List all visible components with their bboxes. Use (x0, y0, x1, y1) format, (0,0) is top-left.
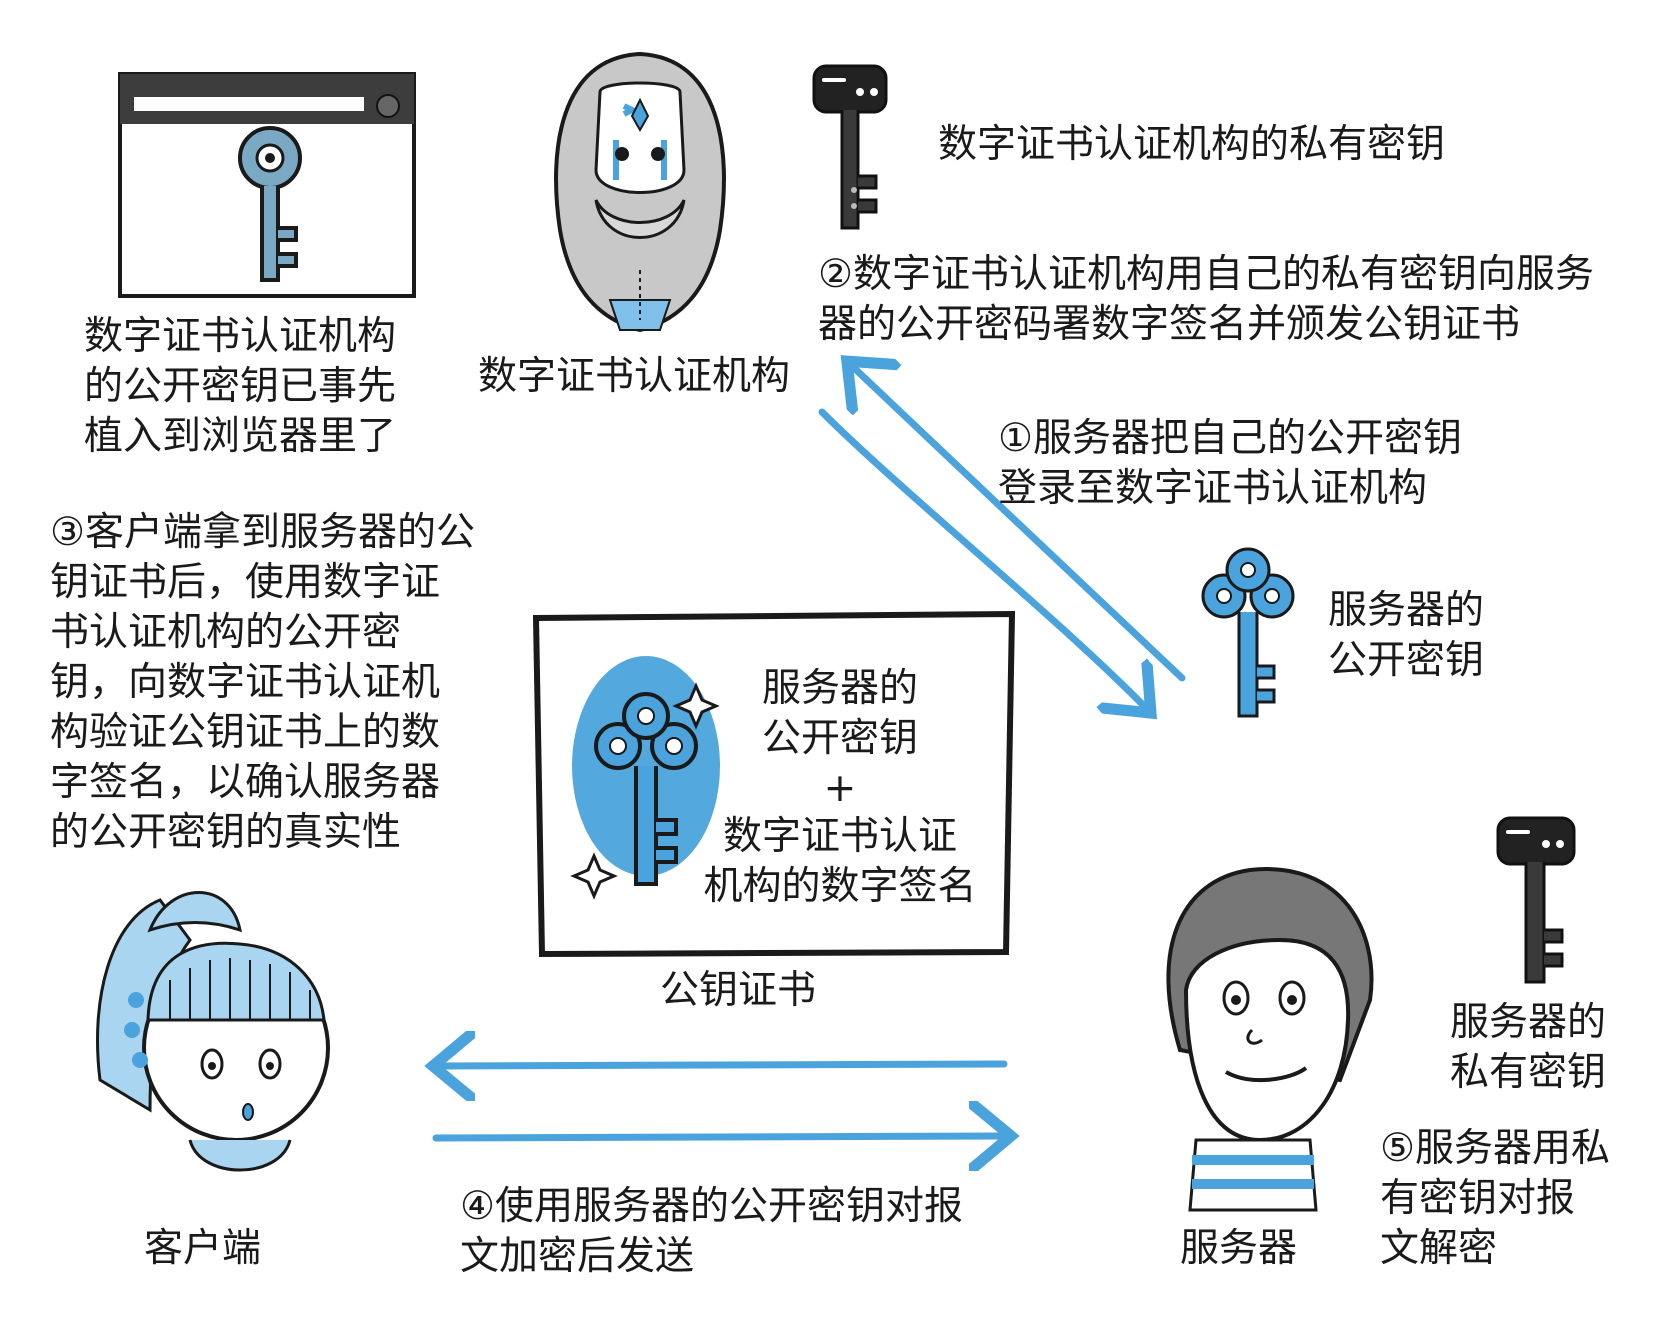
arrow-client-to-server (432, 1136, 1004, 1138)
browser-caption: 数字证书认证机构 的公开密钥已事先 植入到浏览器里了 (84, 314, 397, 459)
client-label: 客户端 (144, 1226, 262, 1271)
server-private-key-icon (1496, 816, 1576, 984)
arrow-ca-to-server (818, 408, 1146, 708)
ca-person-icon (554, 51, 726, 333)
ca-name-label: 数字证书认证机构 (478, 354, 791, 399)
step5-label: ⑤服务器用私 有密钥对报 文解密 (1380, 1126, 1610, 1271)
step2-label: ②数字证书认证机构用自己的私有密钥向服务 器的公开密码署数字签名并颁发公钥证书 (818, 252, 1594, 347)
arrow-server-to-client (440, 1064, 1008, 1066)
cert-key-icon (570, 656, 720, 900)
step1-label: ①服务器把自己的公开密钥 登录至数字证书认证机构 (998, 416, 1462, 511)
cert-caption: 公钥证书 (660, 968, 817, 1013)
server-private-key-label: 服务器的 私有密钥 (1450, 1000, 1607, 1095)
browser-window (118, 72, 416, 298)
cert-signature-label: 数字证书认证 机构的数字签名 (703, 814, 977, 909)
server-public-key-label: 服务器的 公开密钥 (1328, 588, 1485, 683)
server-person-icon (1166, 867, 1374, 1212)
browser-key-icon (238, 126, 302, 282)
step4-label: ④使用服务器的公开密钥对报 文加密后发送 (460, 1184, 963, 1279)
server-public-key-icon (1201, 547, 1295, 718)
arrow-server-to-ca (852, 366, 1186, 682)
ca-private-key-label: 数字证书认证机构的私有密钥 (938, 122, 1446, 167)
cert-key-label: 服务器的 公开密钥 (761, 666, 918, 761)
cert-plus: + (823, 766, 857, 811)
step3-label: ③客户端拿到服务器的公 钥证书后，使用数字证 书认证机构的公开密 钥，向数字证书… (50, 510, 475, 855)
ca-private-key-icon (812, 64, 888, 230)
certificate-box (532, 610, 1016, 958)
server-label: 服务器 (1180, 1226, 1298, 1271)
client-person-icon (96, 891, 330, 1172)
